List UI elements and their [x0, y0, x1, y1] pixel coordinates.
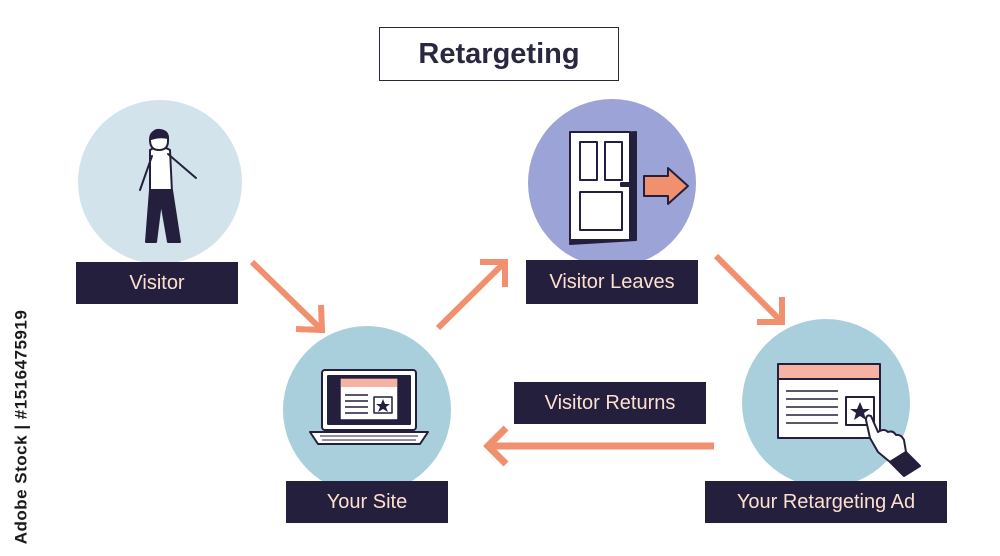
arrow-ad-to-site	[483, 425, 714, 467]
ad-click-icon	[777, 363, 921, 477]
arrow-visitor-to-site	[249, 259, 326, 334]
visitor-label: Visitor	[76, 262, 238, 304]
visitor-leaves-label: Visitor Leaves	[526, 260, 698, 304]
retargeting-ad-label: Your Retargeting Ad	[705, 481, 947, 523]
laptop-icon	[309, 369, 429, 445]
visitor-returns-label: Visitor Returns	[514, 382, 706, 424]
arrow-leaves-to-ad	[713, 253, 785, 325]
stock-watermark: Adobe Stock | #1516475919	[6, 310, 36, 545]
arrow-site-to-leaves	[435, 259, 508, 331]
your-site-label: Your Site	[286, 481, 448, 523]
door-exit-icon	[569, 131, 689, 245]
person-icon	[139, 128, 197, 243]
watermark-text: Adobe Stock | #1516475919	[11, 309, 31, 545]
diagram-title: Retargeting	[379, 27, 619, 81]
